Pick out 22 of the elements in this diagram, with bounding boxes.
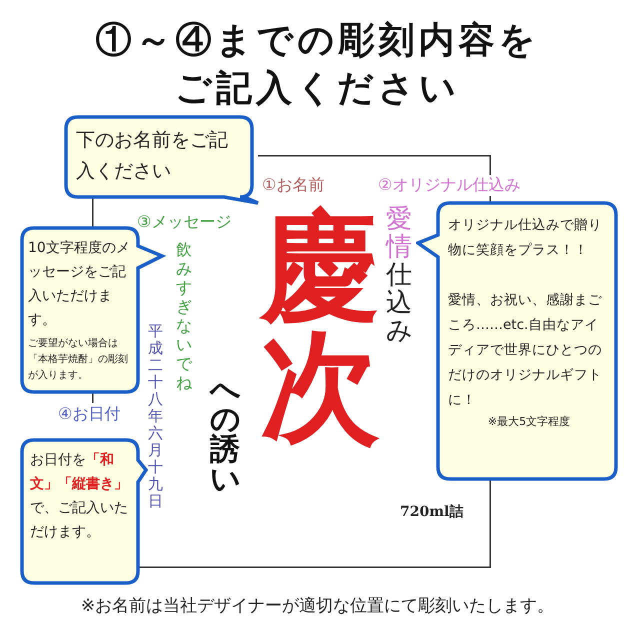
engraved-message: 飲みすぎないでね [176, 240, 192, 392]
callout-text: 10文字程度のメッセージをご記入いただけます。 [28, 239, 131, 330]
engraved-phrase: 愛情 [386, 205, 412, 261]
caption: ※お名前は当社デザイナーが適切な位置にて彫刻いたします。 [80, 595, 556, 617]
part-label: ②オリジナル仕込み [378, 175, 520, 196]
part-label: ③メッセージ [137, 212, 232, 233]
engraved-name: 慶次 [260, 207, 380, 447]
callout-text: お日付を「和文」「縦書き」で、ご記入いただけます。 [30, 451, 129, 542]
note-text: ※最大5文字程度 [486, 414, 572, 430]
callout-text: オリジナル仕込みで贈り物に笑顔をプラス！！ [448, 216, 603, 260]
speech-bubble [416, 200, 620, 484]
engraved-phrase: 仕込み [386, 261, 412, 345]
volume-label: 720ml詰 [400, 503, 464, 521]
engraved-phrase: への誘い [210, 375, 240, 495]
note-text: ご要望がない場合は「本格芋焼酎」の彫刻が入ります。 [28, 336, 129, 383]
callout-text: 下のお名前をご記入ください [76, 128, 229, 184]
speech-bubble [64, 115, 260, 205]
title: ①～④までの彫刻内容をご記入ください [94, 18, 540, 111]
callout-text: 愛情、お祝い、感謝まごころ……etc.自由なアイディアで世界にひとつのだけのオリジナルギフトに！ [448, 291, 603, 410]
speech-bubble [20, 438, 150, 586]
part-label: ①お名前 [262, 175, 324, 196]
engraved-date: 平成二十八年六月十九日 [148, 323, 163, 510]
